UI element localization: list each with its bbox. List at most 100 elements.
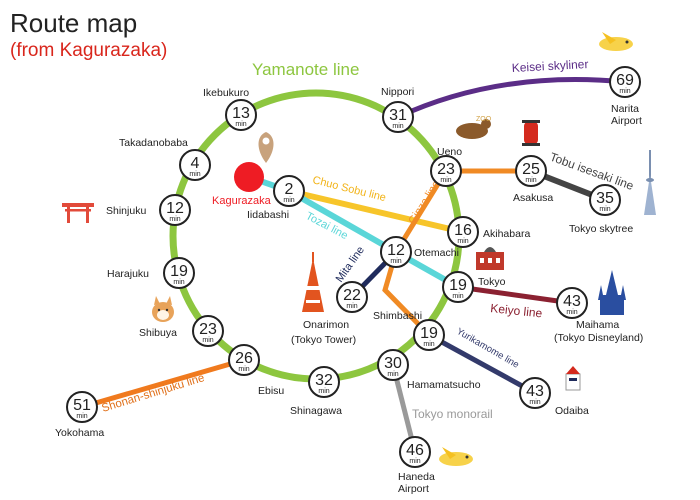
yurikamome-line-label: Yurikamome line (455, 326, 521, 371)
station-minutes: 51 (73, 397, 91, 414)
station-minutes-unit: min (619, 88, 630, 95)
station-name-otemachi: Otemachi (414, 247, 459, 259)
station-node-circle (163, 257, 195, 289)
svg-text:ZOO: ZOO (476, 116, 492, 123)
station-node-circle (192, 315, 224, 347)
station-minutes-unit: min (387, 371, 398, 378)
station-name-onarimon-sub: (Tokyo Tower) (291, 334, 356, 346)
shonan-shinjuku-line (81, 357, 245, 410)
station-name-skytree: Tokyo skytree (569, 223, 633, 235)
station-name-harajuku: Harajuku (107, 268, 149, 280)
station-minutes: 43 (526, 383, 544, 400)
shonan-line-label: Shonan-shinjuku line (100, 372, 206, 415)
station-name-odaiba: Odaiba (555, 405, 589, 417)
mita-line-label: Mita line (334, 244, 367, 284)
station-minutes: 16 (454, 222, 472, 239)
tokyo-tower-icon (302, 252, 324, 312)
station-minutes-unit: min (235, 121, 246, 128)
station-minutes: 4 (191, 155, 200, 172)
station-node-circle (589, 184, 621, 216)
station-minutes-unit: min (76, 413, 87, 420)
station-node-circle (382, 101, 414, 133)
station-name-shibuya: Shibuya (139, 327, 177, 339)
station-minutes: 2 (285, 181, 294, 198)
station-node-circle (228, 344, 260, 376)
station-minutes-unit: min (409, 458, 420, 465)
station-node-circle (609, 66, 641, 98)
station-minutes: 32 (315, 372, 333, 389)
station-minutes-unit: min (173, 279, 184, 286)
monorail-line-label: Tokyo monorail (412, 407, 493, 421)
station-name-akihabara: Akihabara (483, 228, 530, 240)
station-minutes-unit: min (457, 238, 468, 245)
tozai-line (248, 174, 460, 290)
station-node-circle (430, 155, 462, 187)
station-minutes: 12 (166, 200, 184, 217)
station-minutes: 43 (563, 293, 581, 310)
station-node-circle (159, 194, 191, 226)
station-minutes-unit: min (346, 303, 357, 310)
station-minutes: 31 (389, 107, 407, 124)
station-name-haneda-sub: Airport (398, 483, 429, 495)
station-minutes-unit: min (283, 197, 294, 204)
station-minutes: 19 (170, 263, 188, 280)
station-minutes-unit: min (525, 177, 536, 184)
station-node-circle (519, 377, 551, 409)
station-minutes: 19 (449, 277, 467, 294)
yamanote-line-label: Yamanote line (252, 60, 359, 79)
station-name-maihama-sub: (Tokyo Disneyland) (554, 332, 643, 344)
ginza-line-label: Ginza line (406, 179, 442, 227)
ueno-zoo-icon: ZOO (456, 116, 492, 139)
station-minutes-unit: min (566, 309, 577, 316)
station-node-circle (179, 149, 211, 181)
station-node-circle (225, 99, 257, 131)
station-name-hamamatsucho: Hamamatsucho (407, 379, 481, 391)
station-name-yokohama: Yokohama (55, 427, 104, 439)
disney-castle-icon (598, 270, 626, 315)
station-name-onarimon: Onarimon (303, 319, 349, 331)
station-name-ebisu: Ebisu (258, 385, 284, 397)
station-name-narita: Narita (611, 103, 639, 115)
station-name-asakusa: Asakusa (513, 192, 553, 204)
page-title: Route map (10, 8, 138, 38)
robot-icon (565, 366, 581, 391)
station-minutes-unit: min (452, 293, 463, 300)
station-minutes: 69 (616, 72, 634, 89)
keiyo-line-label: Keiyo line (490, 301, 544, 320)
station-minutes-unit: min (169, 216, 180, 223)
kagurazaka-label: Kagurazaka (212, 195, 272, 207)
station-node-circle (399, 436, 431, 468)
station-minutes-unit: min (423, 341, 434, 348)
keisei-skyliner-line (396, 77, 626, 120)
station-minutes: 19 (420, 325, 438, 342)
station-minutes-unit: min (440, 177, 451, 184)
station-minutes-unit: min (392, 123, 403, 130)
station-minutes-unit: min (599, 206, 610, 213)
station-name-shinagawa: Shinagawa (290, 405, 342, 417)
station-name-ikebukuro: Ikebukuro (203, 87, 249, 99)
station-minutes: 35 (596, 190, 614, 207)
station-name-tokyo: Tokyo (478, 276, 506, 288)
station-name-narita-sub: Airport (611, 115, 642, 127)
station-minutes-unit: min (318, 388, 329, 395)
station-minutes: 22 (343, 287, 361, 304)
station-node-circle (377, 349, 409, 381)
station-node-circle (556, 287, 588, 319)
yurikamome-line (427, 332, 537, 396)
page-subtitle: (from Kagurazaka) (10, 40, 168, 61)
